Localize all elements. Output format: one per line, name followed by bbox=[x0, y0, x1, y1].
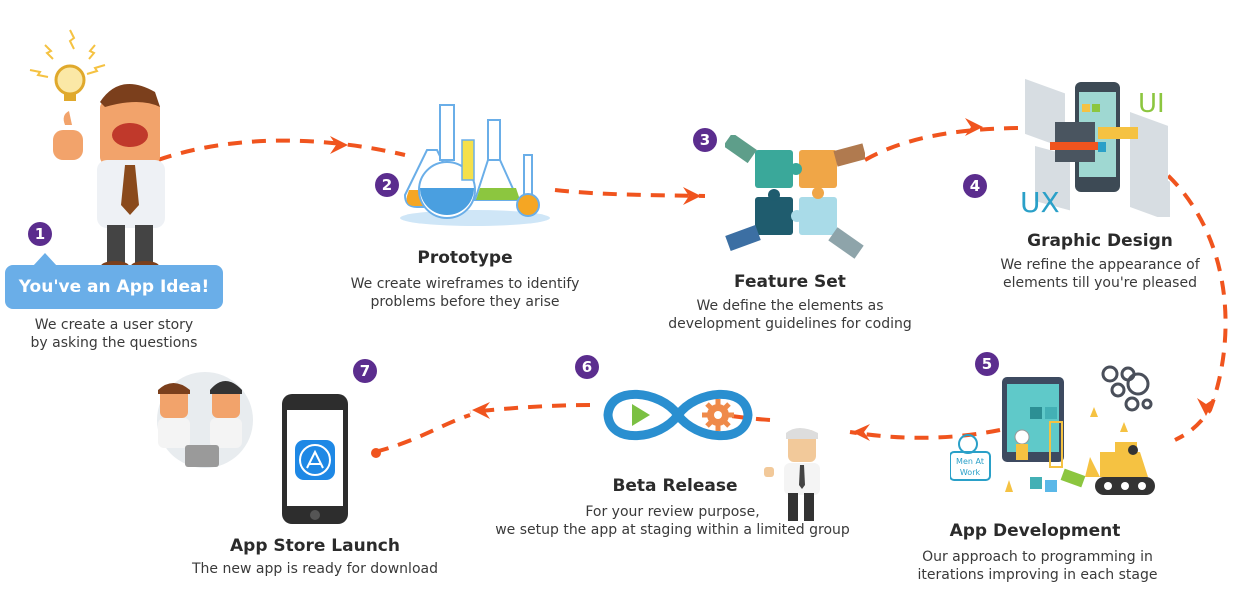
step-7-badge: 7 bbox=[353, 359, 377, 383]
step-6-title: Beta Release bbox=[612, 476, 738, 496]
app-store-phone-icon bbox=[282, 394, 348, 524]
step-3-desc-line: We define the elements as bbox=[696, 298, 884, 314]
thumbs-up-man-icon bbox=[764, 428, 820, 521]
step-5-title: App Development bbox=[949, 521, 1121, 541]
construction-tablet-icon: Men At Work bbox=[950, 365, 1155, 495]
handshake-people-icon bbox=[157, 372, 253, 468]
step-3-desc-line: development guidelines for coding bbox=[668, 316, 912, 332]
arrowheads bbox=[330, 118, 1215, 441]
step-5-badge: 5 bbox=[975, 352, 999, 376]
step-7-desc-line: The new app is ready for download bbox=[192, 561, 438, 577]
lab-flasks-icon bbox=[400, 104, 550, 226]
step-1-badge: 1 bbox=[28, 222, 52, 246]
men-at-work-sign: Work bbox=[960, 468, 981, 477]
step-6-desc-line: we setup the app at staging within a lim… bbox=[495, 522, 850, 538]
step-3-badge: 3 bbox=[693, 128, 717, 152]
arrow-right-icon bbox=[330, 136, 348, 154]
step-7-title: App Store Launch bbox=[230, 536, 400, 556]
step-1-title: You've an App Idea! bbox=[5, 253, 223, 309]
ux-label: UX bbox=[1020, 186, 1060, 217]
step-4-desc-line: elements till you're pleased bbox=[1003, 275, 1197, 291]
step-4-desc-line: We refine the appearance of bbox=[1000, 257, 1200, 273]
step-2-title: Prototype bbox=[417, 248, 513, 268]
step-2-desc-line: problems before they arise bbox=[370, 294, 560, 310]
arrow-left-icon bbox=[852, 424, 870, 441]
step-6-desc: For your review purpose, we setup the ap… bbox=[470, 503, 875, 539]
step-2-desc: We create wireframes to identify problem… bbox=[320, 275, 610, 311]
puzzle-hands-icon bbox=[725, 135, 865, 259]
step-5-desc-line: Our approach to programming in bbox=[922, 549, 1153, 565]
infinity-play-gear-icon bbox=[603, 389, 753, 441]
step-2-desc-line: We create wireframes to identify bbox=[350, 276, 580, 292]
step-4-title: Graphic Design bbox=[1027, 231, 1173, 251]
arrow-right-icon bbox=[683, 187, 701, 205]
step-4-badge: 4 bbox=[963, 174, 987, 198]
step-3-desc: We define the elements as development gu… bbox=[640, 297, 940, 333]
step-1-desc-line: by asking the questions bbox=[30, 335, 198, 351]
men-at-work-sign: Men At bbox=[956, 457, 984, 466]
step-6-desc-line: For your review purpose, bbox=[585, 504, 760, 520]
step-3-title: Feature Set bbox=[734, 272, 846, 292]
step-7-desc: The new app is ready for download bbox=[165, 560, 465, 578]
ui-ux-phone-icon: UI UX bbox=[1020, 78, 1170, 217]
ui-label: UI bbox=[1138, 89, 1165, 119]
step-1-desc-line: We create a user story bbox=[34, 317, 194, 333]
step-2-badge: 2 bbox=[375, 173, 399, 197]
arrow-left-icon bbox=[472, 402, 490, 419]
arrow-right-icon bbox=[965, 118, 983, 136]
step-4-desc: We refine the appearance of elements til… bbox=[975, 256, 1225, 292]
step-5-desc-line: iterations improving in each stage bbox=[917, 567, 1158, 583]
step-5-desc: Our approach to programming in iteration… bbox=[900, 548, 1175, 584]
flow-end-dot bbox=[371, 448, 381, 458]
step-6-badge: 6 bbox=[575, 355, 599, 379]
arrow-down-icon bbox=[1197, 398, 1215, 416]
step-1-desc: We create a user story by asking the que… bbox=[5, 316, 223, 352]
